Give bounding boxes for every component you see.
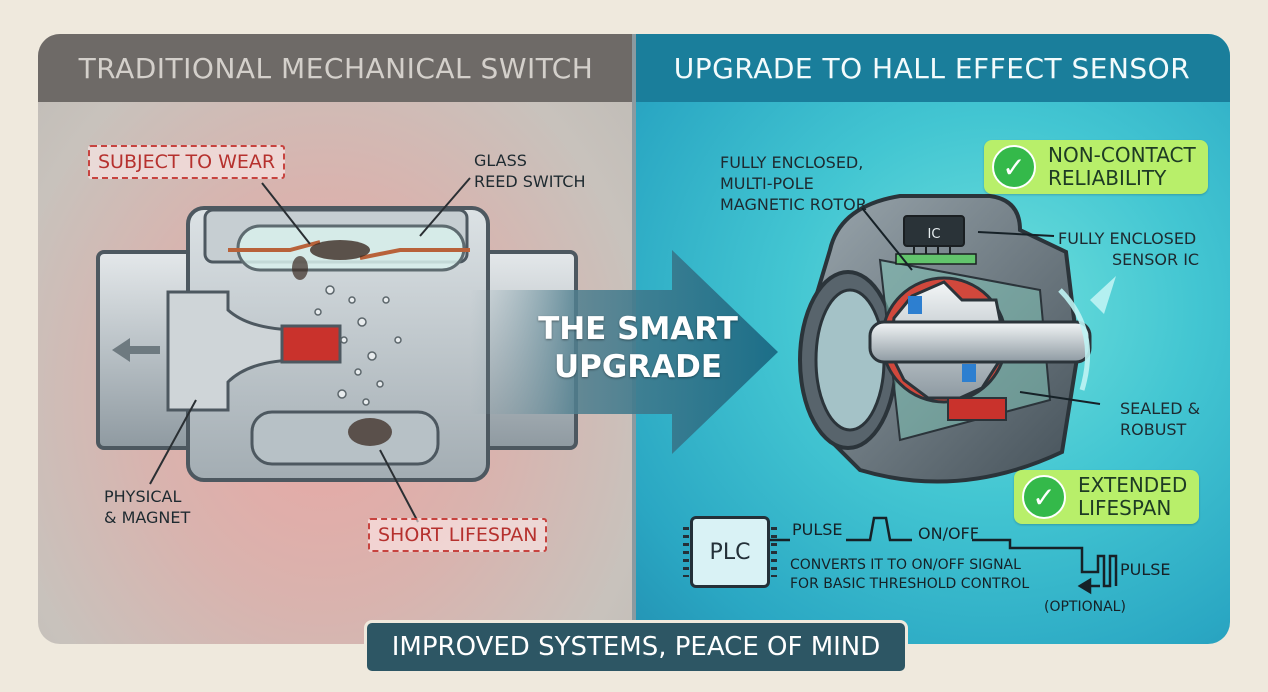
pulse-label: PULSE xyxy=(792,520,843,539)
magnetic-rotor-label: FULLY ENCLOSED, MULTI-POLE MAGNETIC ROTO… xyxy=(720,153,867,214)
hall-sensor-drawing: IC xyxy=(798,194,1116,484)
ic-chip-label: IC xyxy=(928,227,941,242)
extended-lifespan-badge: ✓ EXTENDED LIFESPAN xyxy=(1014,470,1200,524)
mechanical-switch-drawing xyxy=(96,177,578,523)
optional-label: (OPTIONAL) xyxy=(1044,599,1126,615)
convert-description: CONVERTS IT TO ON/OFF SIGNAL FOR BASIC T… xyxy=(790,557,1030,592)
subject-to-wear-tag: SUBJECT TO WEAR xyxy=(88,145,286,179)
smart-upgrade-text: THE SMART UPGRADE xyxy=(538,311,738,385)
checkmark-icon: ✓ xyxy=(992,145,1036,189)
badge-line: NON-CONTACT xyxy=(1048,143,1196,167)
glass-reed-switch-label: GLASS REED SWITCH xyxy=(474,151,586,191)
sealed-robust-label: SEALED & ROBUST xyxy=(1120,399,1201,439)
plc-chip-icon: PLC xyxy=(683,516,777,588)
hall-sensor-title: UPGRADE TO HALL EFFECT SENSOR xyxy=(634,34,1230,102)
short-lifespan-tag: SHORT LIFESPAN xyxy=(368,518,548,552)
badge-line: EXTENDED xyxy=(1078,473,1188,497)
mechanical-switch-title: TRADITIONAL MECHANICAL SWITCH xyxy=(38,34,634,102)
pulse-output-label: PULSE xyxy=(1120,560,1171,579)
physical-magnet-label: PHYSICAL & MAGNET xyxy=(104,487,191,527)
badge-line: RELIABILITY xyxy=(1048,166,1167,190)
plc-label: PLC xyxy=(709,539,751,565)
signal-waveforms xyxy=(764,516,1118,595)
smart-upgrade-arrow xyxy=(470,250,778,454)
on-off-label: ON/OFF xyxy=(918,524,979,543)
footer-banner: IMPROVED SYSTEMS, PEACE OF MIND xyxy=(364,620,908,674)
checkmark-icon: ✓ xyxy=(1022,475,1066,519)
sensor-ic-label: FULLY ENCLOSED SENSOR IC xyxy=(1058,229,1200,269)
non-contact-reliability-badge: ✓ NON-CONTACT RELIABILITY xyxy=(984,140,1208,194)
badge-line: LIFESPAN xyxy=(1078,496,1172,520)
